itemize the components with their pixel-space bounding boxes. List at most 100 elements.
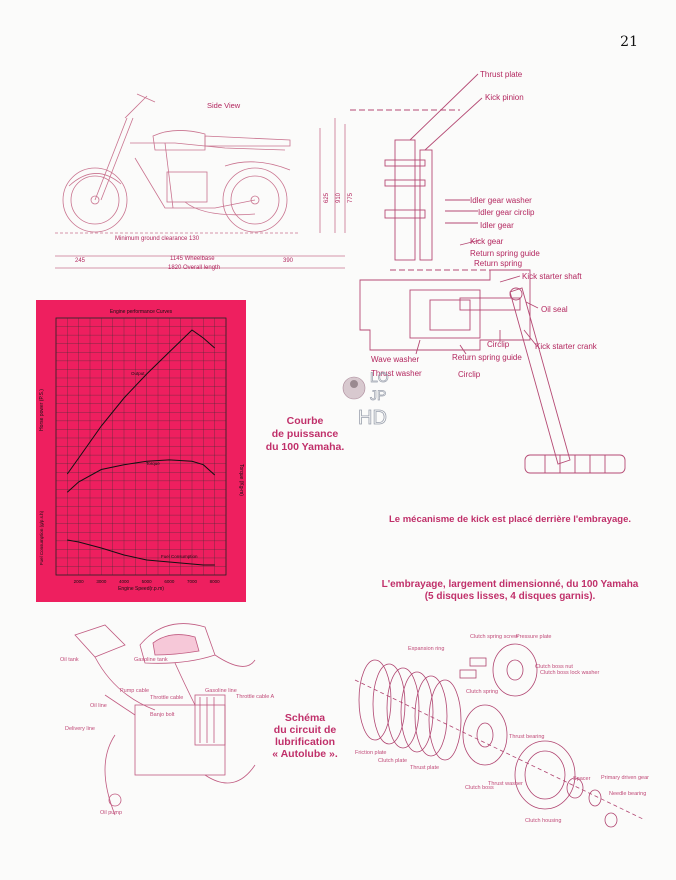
performance-caption-line-1: Courbe	[286, 415, 324, 427]
kick-label-kick-gear: Kick gear	[470, 237, 504, 246]
clutch-label-clutch-plate: Clutch plate	[378, 758, 408, 764]
chart-ylabel-hp: Horse power (P.S.)	[39, 389, 45, 431]
watermark-line-1: LO	[370, 369, 389, 385]
chart-grid	[55, 317, 227, 576]
watermark: LO JP HD	[340, 362, 410, 432]
clutch-label-lock-washer: Clutch boss lock washer	[540, 670, 600, 676]
height-2-label: 910	[336, 192, 343, 204]
clutch-label-friction-plate: Friction plate	[355, 750, 387, 756]
lube-label-gasoline-line: Gasoline line	[205, 688, 237, 694]
kick-label-return-spring-guide: Return spring guide	[470, 249, 540, 258]
clutch-label-housing: Clutch housing	[525, 818, 562, 824]
kick-mechanism-drawing	[350, 73, 626, 474]
watermark-line-2: JP	[370, 387, 386, 403]
lube-label-delivery-line: Delivery line	[65, 726, 95, 732]
kick-label-kick-starter-shaft: Kick starter shaft	[522, 272, 582, 281]
lube-label-banjo-bolt: Banjo bolt	[150, 712, 175, 718]
kick-label-kick-pinion: Kick pinion	[485, 93, 524, 102]
clutch-label-spring-screw: Clutch spring screw	[470, 634, 518, 640]
kick-label-idler-gear-circlip: Idler gear circlip	[478, 208, 535, 217]
series-line-torque	[66, 459, 216, 493]
chart-ylabel-fuel: Fuel Consumption (g/p.s.h)	[39, 510, 44, 565]
side-view-title: Side View	[207, 101, 241, 110]
performance-caption-line-2: de puissance	[271, 428, 339, 440]
kick-caption: Le mécanisme de kick est placé derrière …	[388, 514, 631, 525]
chart-title: Engine performance Curves	[110, 309, 173, 315]
height-1-label: 625	[324, 192, 331, 204]
wheelbase-label: 1145 Wheelbase	[170, 256, 215, 262]
lubrication-caption: Schéma du circuit de lubrification « Aut…	[260, 712, 350, 760]
chart-ylabel-torque: Torque (Kg-m)	[238, 464, 244, 496]
kick-label-wave-washer: Wave washer	[371, 355, 420, 364]
series-line-output	[66, 329, 216, 475]
kick-label-thrust-plate: Thrust plate	[480, 70, 523, 79]
series-line-fuel-consumption	[67, 539, 215, 566]
x-tick-label: 2000	[74, 579, 85, 584]
ground-clearance-label: Minimum ground clearance 130	[115, 236, 200, 242]
clutch-caption: L'embrayage, largement dimensionné, du 1…	[360, 579, 660, 603]
clutch-caption-line-2: (5 disques lisses, 4 disques garnis).	[424, 591, 596, 602]
dim-right-label: 390	[283, 258, 294, 264]
lubrication-caption-line-4: « Autolube ».	[272, 748, 338, 760]
lubrication-caption-line-2: du circuit de	[273, 724, 337, 736]
clutch-label-thrust-plate: Thrust plate	[410, 765, 440, 771]
x-tick-label: 6000	[164, 579, 175, 584]
lube-label-pump-cable: Pump cable	[120, 688, 150, 694]
clutch-label-pressure-plate: Pressure plate	[516, 634, 552, 640]
clutch-label-thrust-bearing: Thrust bearing	[509, 734, 545, 740]
kick-label-oil-seal: Oil seal	[541, 305, 568, 314]
clutch-exploded-drawing	[354, 643, 646, 828]
kick-label-circlip-2: Circlip	[458, 370, 481, 379]
chart-ticks: 2000 3000 4000 5000 6000 7000 8000	[74, 579, 221, 584]
series-label-fuel: Fuel Consumption	[161, 554, 198, 559]
side-view-figure	[55, 88, 355, 278]
lube-label-gasoline-tank: Gasoline tank	[134, 657, 168, 663]
x-tick-label: 5000	[142, 579, 153, 584]
clutch-label-thrust-washer: Thrust washer	[488, 781, 523, 787]
performance-chart: 2000 3000 4000 5000 6000 7000 8000 Engine perf…	[39, 309, 244, 592]
dim-left-label: 245	[75, 258, 86, 264]
kick-label-kick-starter-crank: Kick starter crank	[535, 342, 597, 351]
side-view-drawing	[55, 93, 346, 269]
kick-label-idler-gear: Idler gear	[480, 221, 514, 230]
kick-label-thrust-washer: Thrust washer	[371, 369, 422, 378]
clutch-label-spring: Clutch spring	[466, 689, 499, 695]
clutch-label-spacer: Spacer	[573, 776, 591, 782]
chart-xlabel: Engine Speed(r.p.m)	[118, 586, 164, 592]
clutch-label-needle-bearing: Needle bearing	[609, 791, 647, 797]
watermark-line-3: HD	[358, 407, 387, 429]
clutch-label-boss-nut: Clutch boss nut	[535, 664, 573, 670]
x-tick-label: 8000	[210, 579, 221, 584]
lube-label-oil-pump: Oil pump	[100, 810, 123, 816]
kick-label-return-spring-guide-2: Return spring guide	[452, 353, 522, 362]
x-tick-label: 3000	[96, 579, 107, 584]
kick-label-circlip-1: Circlip	[487, 340, 510, 349]
lube-label-oil-tank: Oil tank	[60, 657, 79, 663]
performance-chart-panel: 2000 3000 4000 5000 6000 7000 8000 Engine perf…	[36, 300, 246, 602]
x-tick-label: 7000	[187, 579, 198, 584]
lubrication-figure	[55, 615, 280, 830]
performance-caption-line-3: du 100 Yamaha.	[265, 441, 345, 453]
clutch-label-clutch-boss: Clutch boss	[465, 785, 494, 791]
performance-caption: Courbe de puissance du 100 Yamaha.	[255, 415, 355, 454]
page-number: 21	[620, 34, 638, 50]
lubrication-caption-line-1: Schéma	[284, 712, 326, 724]
x-tick-label: 4000	[119, 579, 130, 584]
overall-length-label: 1820 Overall length	[168, 265, 221, 271]
lube-label-throttle-cable-a: Throttle cable A	[236, 694, 275, 700]
lube-label-throttle-cable: Throttle cable	[150, 695, 184, 701]
chart-lines	[66, 329, 216, 566]
clutch-figure	[345, 630, 655, 830]
lubrication-caption-line-3: lubrification	[274, 736, 336, 748]
clutch-label-primary-driven-gear: Primary driven gear	[601, 775, 649, 781]
clutch-label-expansion-ring: Expansion ring	[408, 646, 445, 652]
kick-label-return-spring: Return spring	[474, 259, 523, 268]
kick-mechanism-figure	[350, 70, 650, 500]
lube-label-oil-line: Oil line	[90, 703, 107, 709]
clutch-caption-line-1: L'embrayage, largement dimensionné, du 1…	[381, 579, 639, 590]
series-label-torque: Torque	[146, 461, 160, 466]
kick-label-idler-gear-washer: Idler gear washer	[470, 196, 532, 205]
series-label-output: Output	[131, 371, 145, 376]
lubrication-drawing	[74, 623, 256, 816]
watermark-logo: LO JP HD	[342, 369, 389, 429]
